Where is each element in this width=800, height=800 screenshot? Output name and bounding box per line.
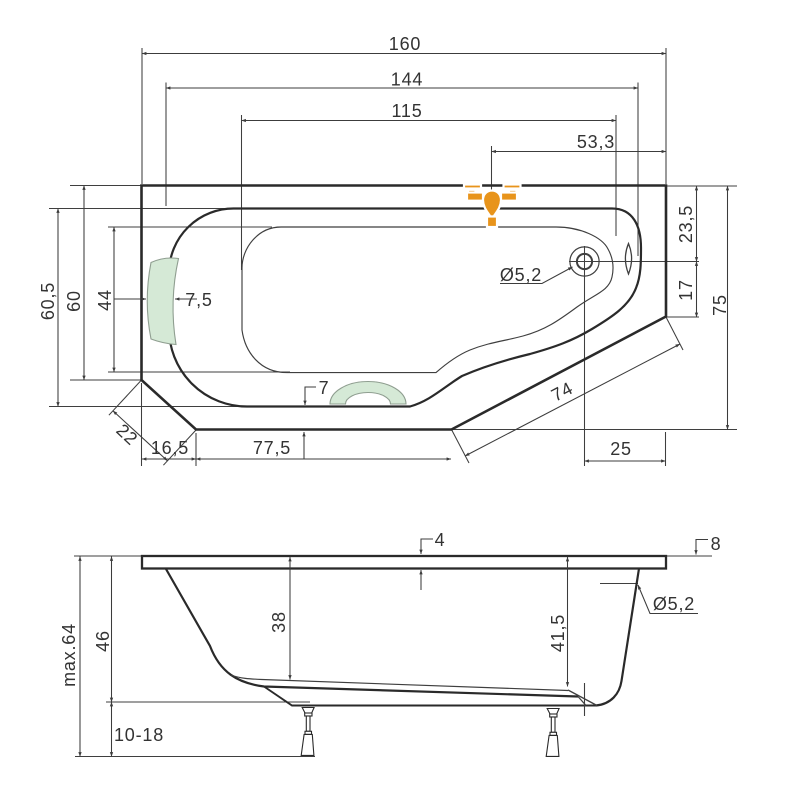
svg-text:Ø5,2: Ø5,2 [653, 594, 695, 614]
svg-text:144: 144 [391, 70, 423, 90]
svg-text:7,5: 7,5 [185, 290, 212, 310]
svg-text:60: 60 [64, 290, 84, 312]
svg-text:17: 17 [676, 279, 696, 301]
svg-text:max.64: max.64 [59, 623, 79, 687]
svg-text:4: 4 [435, 530, 446, 550]
svg-text:23,5: 23,5 [676, 205, 696, 243]
svg-text:41,5: 41,5 [548, 614, 568, 652]
svg-text:53,3: 53,3 [577, 132, 615, 152]
svg-text:75: 75 [710, 294, 730, 316]
svg-text:10-18: 10-18 [114, 725, 164, 745]
svg-text:Ø5,2: Ø5,2 [500, 265, 542, 285]
svg-text:22: 22 [112, 420, 141, 449]
svg-text:115: 115 [391, 101, 422, 121]
svg-text:74: 74 [548, 378, 576, 406]
svg-text:46: 46 [93, 630, 113, 652]
svg-text:16,5: 16,5 [151, 438, 189, 458]
svg-text:44: 44 [95, 289, 115, 311]
svg-text:8: 8 [711, 534, 722, 554]
svg-text:160: 160 [389, 34, 421, 54]
svg-text:60,5: 60,5 [38, 282, 58, 320]
svg-text:38: 38 [269, 611, 289, 633]
svg-text:7: 7 [319, 378, 330, 398]
svg-text:77,5: 77,5 [253, 438, 291, 458]
svg-text:25: 25 [610, 439, 632, 459]
